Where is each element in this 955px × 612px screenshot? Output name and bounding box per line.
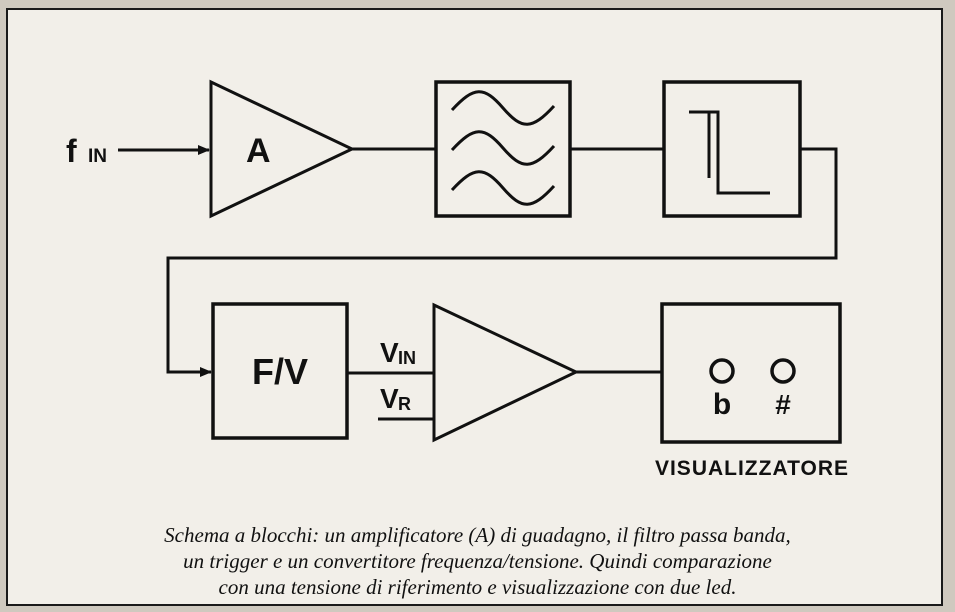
trigger-hysteresis-icon — [689, 110, 770, 195]
led-sharp-label: # — [775, 389, 791, 420]
display-label: VISUALIZZATORE — [655, 457, 849, 480]
vin-label: V — [380, 337, 399, 368]
led-flat-icon — [709, 358, 735, 384]
filter-wave-top-icon — [450, 90, 556, 126]
caption-line-3: con una tensione di riferimento e visual… — [218, 575, 737, 599]
wire-trigger-fv — [166, 147, 838, 377]
vr-label: V — [380, 383, 399, 414]
caption-line-2: un trigger e un convertitore frequenza/t… — [183, 549, 772, 573]
led-sharp-icon — [770, 358, 796, 384]
input-label-sub: IN — [88, 146, 107, 167]
trigger-block — [662, 80, 802, 218]
vr-label-sub: R — [398, 394, 411, 414]
comparator-block — [432, 302, 580, 443]
frequency-voltage-converter-block — [211, 302, 349, 440]
amplifier-block — [209, 79, 356, 219]
caption-line-1: Schema a blocchi: un amplificatore (A) d… — [164, 523, 791, 547]
amplifier-label: A — [246, 132, 271, 170]
input-label: f — [66, 133, 77, 169]
led-flat-label: b — [713, 388, 731, 421]
filter-wave-bottom-icon — [450, 170, 556, 206]
filter-wave-mid-icon — [450, 130, 556, 166]
display-block — [660, 302, 842, 444]
figure-caption: Schema a blocchi: un amplificatore (A) d… — [20, 522, 935, 600]
fv-label: F/V — [252, 351, 308, 392]
vin-label-sub: IN — [398, 348, 416, 368]
